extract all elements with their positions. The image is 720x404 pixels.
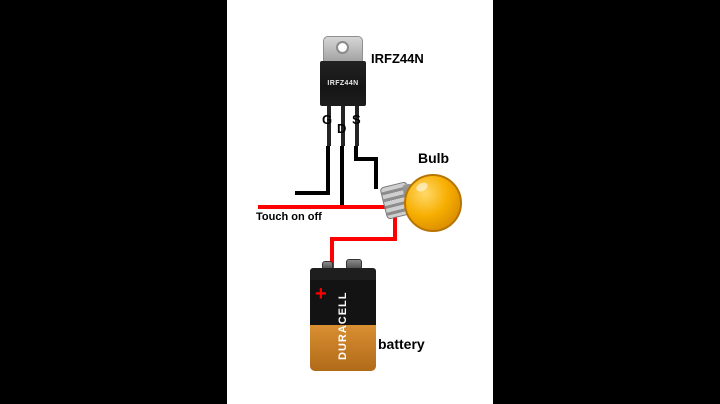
transistor-mounting-hole (336, 41, 349, 54)
battery-wire-horizontal (330, 237, 397, 241)
pin-label-drain: D (337, 121, 347, 136)
touch-wire-horizontal (258, 205, 398, 209)
transistor-gate-leg (327, 106, 331, 146)
drain-wire-vertical (340, 146, 344, 209)
pin-label-gate: G (322, 112, 333, 127)
battery-body-upper (310, 280, 376, 325)
transistor-source-leg (355, 106, 359, 146)
battery-plus-symbol: + (315, 283, 327, 305)
source-wire-vertical-upper (354, 146, 358, 161)
gate-wire-vertical (326, 146, 330, 195)
bulb-wire-vertical (393, 209, 397, 241)
pin-label-source: S (352, 112, 361, 127)
letterbox-right (493, 0, 720, 404)
bulb-label: Bulb (418, 150, 450, 166)
transistor-body: IRFZ44N (320, 61, 366, 106)
letterbox-left (0, 0, 227, 404)
bulb-glass (404, 174, 462, 232)
transistor-drain-leg (341, 106, 345, 146)
touch-on-off-label: Touch on off (256, 211, 322, 223)
battery-brand-text: DURACELL (337, 291, 349, 361)
battery-label: battery (378, 336, 425, 352)
source-wire-horizontal (354, 157, 378, 161)
battery-positive-wire (330, 237, 334, 270)
battery-body-lower (310, 325, 376, 371)
gate-wire-touch-contact (295, 191, 330, 195)
transistor-part-label: IRFZ44N (371, 51, 424, 66)
battery-top-cap (310, 268, 376, 281)
source-wire-to-bulb (374, 157, 378, 189)
transistor-body-marking: IRFZ44N (327, 80, 359, 87)
